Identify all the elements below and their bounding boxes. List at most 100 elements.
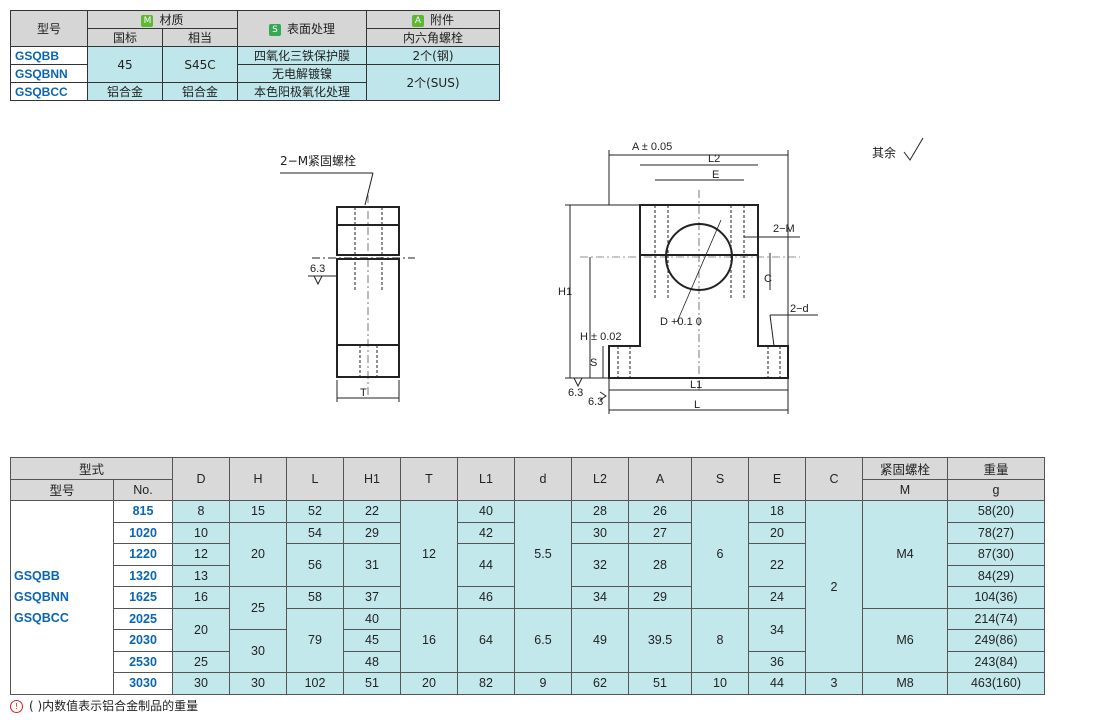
cell: 5.5: [514, 500, 572, 609]
cell: 20: [172, 607, 230, 652]
model-gsqbcc: GSQBCC: [10, 82, 88, 101]
dim-s: S: [590, 357, 597, 369]
cell: 30: [229, 629, 287, 673]
header-type: 型式: [10, 457, 173, 480]
cell: 30: [172, 672, 230, 695]
cell: 37: [343, 586, 401, 609]
cell: M4: [862, 500, 948, 609]
cell: 31: [343, 543, 401, 587]
cell: 84(29): [947, 564, 1045, 587]
dim-h: H ± 0.02: [580, 331, 622, 343]
cell: 20: [748, 521, 806, 544]
national-gsqbcc: 铝合金: [87, 82, 163, 101]
cell: 104(36): [947, 586, 1045, 609]
cell: 25: [172, 650, 230, 673]
cell: 54: [286, 521, 344, 544]
dim-a: A ± 0.05: [632, 141, 672, 153]
cell: 13: [172, 564, 230, 587]
equiv-gsqbcc: 铝合金: [162, 82, 238, 101]
col-weight-sub: g: [947, 478, 1045, 501]
cell: 18: [748, 500, 806, 523]
cell: 32: [571, 543, 629, 587]
accessory-badge-icon: A: [411, 14, 424, 27]
no-cell: 1220: [113, 543, 173, 566]
cell: 58(20): [947, 500, 1045, 523]
dim-e: E: [712, 169, 719, 181]
cell: 2: [805, 500, 863, 673]
material-badge-icon: M: [141, 14, 154, 27]
roughness-label-3: 6.3: [588, 396, 603, 408]
cell: 39.5: [628, 607, 692, 673]
cell: 78(27): [947, 521, 1045, 544]
cell: M6: [862, 607, 948, 673]
cell: 42: [457, 521, 515, 544]
cell: 46: [457, 586, 515, 609]
front-view: [565, 150, 818, 414]
cell: 51: [628, 672, 692, 695]
cell: 28: [571, 500, 629, 523]
col-a: A: [628, 457, 692, 501]
accessory-gsqbb: 2个(钢): [366, 46, 500, 65]
cell: 20: [400, 672, 458, 695]
cell: 48: [343, 650, 401, 673]
dim-h1: H1: [558, 286, 572, 298]
cell: 36: [748, 650, 806, 673]
note-text: ( )内数值表示铝合金制品的重量: [29, 699, 199, 713]
cell: 30: [229, 672, 287, 695]
cell: 29: [628, 586, 692, 609]
header-no: No.: [113, 478, 173, 501]
cell: 52: [286, 500, 344, 523]
col-t: T: [400, 457, 458, 501]
cell: 25: [229, 586, 287, 630]
col-d-small: d: [514, 457, 572, 501]
cell: 243(84): [947, 650, 1045, 673]
no-cell: 1320: [113, 564, 173, 587]
cell: 49: [571, 607, 629, 673]
col-h: H: [229, 457, 287, 501]
model-gsqbb: GSQBB: [10, 46, 88, 65]
accessory-gsqbnn: 2个(SUS): [366, 64, 500, 101]
no-cell: 815: [113, 500, 173, 523]
cell: 9: [514, 672, 572, 695]
roughness-label-1: 6.3: [310, 263, 325, 275]
surface-gsqbb: 四氧化三铁保护膜: [237, 46, 367, 65]
header-hex-bolt: 内六角螺栓: [366, 28, 500, 47]
cell: 8: [172, 500, 230, 523]
no-cell: 2025: [113, 607, 173, 630]
cell: 40: [343, 607, 401, 630]
dim-t: T: [360, 387, 367, 399]
cell: 10: [172, 521, 230, 544]
no-cell: 2530: [113, 650, 173, 673]
dim-diameter: D +0.1 0: [660, 316, 702, 328]
cell: 28: [628, 543, 692, 587]
side-view: [280, 172, 415, 402]
cell: 463(160): [947, 672, 1045, 695]
cell: 29: [343, 521, 401, 544]
roughness-other-label: 其余: [872, 145, 896, 160]
col-s: S: [691, 457, 749, 501]
cell: 214(74): [947, 607, 1045, 630]
cell: 58: [286, 586, 344, 609]
dim-c: C: [764, 273, 772, 285]
roughness-check-icon: [903, 137, 924, 161]
cell: 6: [691, 500, 749, 609]
bolt-label: 2−M紧固螺栓: [280, 153, 356, 168]
header-model: 型号: [10, 10, 88, 47]
cell: 27: [628, 521, 692, 544]
cell: 56: [286, 543, 344, 587]
cell: 64: [457, 607, 515, 673]
note-icon: !: [10, 700, 23, 713]
cell: 79: [286, 607, 344, 673]
cell: 34: [571, 586, 629, 609]
no-cell: 1625: [113, 586, 173, 609]
cell: 62: [571, 672, 629, 695]
no-cell: 1020: [113, 521, 173, 544]
cell: 20: [229, 521, 287, 587]
cell: 16: [172, 586, 230, 609]
cell: M8: [862, 672, 948, 695]
cell: 87(30): [947, 543, 1045, 566]
cell: 12: [400, 500, 458, 609]
